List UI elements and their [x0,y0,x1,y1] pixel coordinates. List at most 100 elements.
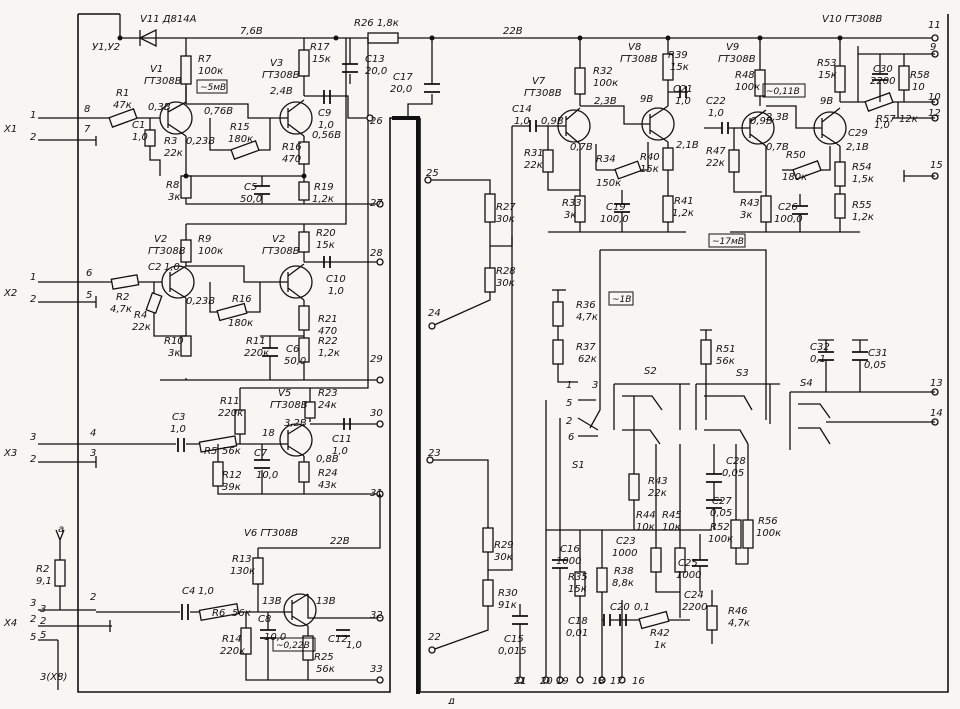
component-label: R35 [568,572,588,583]
component-label: 20,0 [390,84,412,95]
component-label: 1,0 [675,96,691,107]
component-label: 180к [228,134,253,145]
component-label: 19 [556,676,569,687]
component-label: 8,8к [612,578,634,589]
component-label: 1,2к [318,348,340,359]
component-label: C20 [610,602,630,613]
component-label: X2 [3,288,17,299]
signal-annotation: ~5мВ [200,83,226,93]
connector-pin-number: 2 [30,454,36,465]
component-label: R4 [134,310,147,321]
component-label: V8 [628,42,641,53]
component-label: 15к [316,240,335,251]
component-label: У1,У2 [92,42,120,53]
component-label: R51 [716,344,736,355]
component-label: 9 [930,42,936,53]
component-label: 1,0 [328,286,344,297]
component-label: R27 [496,202,516,213]
component-label: 8 [84,104,90,115]
component-label: R22 [318,336,338,347]
component-label: 3 [592,380,598,391]
component-label: S4 [800,378,813,389]
component-label: 0,7В [766,142,789,153]
component-label: 1,2к [312,194,334,205]
component-label: V2 [154,234,167,245]
component-label: R33 [562,198,582,209]
component-label: 2 [566,416,572,427]
component-label: 2,3В [594,96,617,107]
component-label: R43 [740,198,760,209]
component-label: C21 [673,84,693,95]
component-label: 5 [40,630,46,641]
component-label: ГТ308В [620,54,658,65]
component-label: 150к [596,178,621,189]
component-label: 1000 [556,556,581,567]
stage-3 [96,38,384,498]
component-label: 22к [524,160,543,171]
stage-4 [96,494,384,684]
component-label: C22 [706,96,726,107]
component-label: 20,0 [365,66,387,77]
component-label: 18 [262,428,275,439]
component-label: R19 [314,182,334,193]
component-label: 0,9В [541,116,564,127]
component-label: C31 [868,348,888,359]
component-label: ГТ308В [144,76,182,87]
component-label: 3,2В [284,418,307,429]
component-label: C10 [326,274,346,285]
component-label: 100к [756,528,781,539]
component-label: 100к [198,66,223,77]
component-label: 3(X8) [40,672,67,683]
component-label: 1,0 [332,446,348,457]
component-label: R11 [246,336,266,347]
component-label: 15 [930,160,943,171]
component-label: V5 [278,388,291,399]
component-label: 1,0 [164,262,180,273]
component-label: C11 [332,434,352,445]
component-label: ГТ308В [148,246,186,257]
component-label: R48 [735,70,755,81]
component-label: 100к [735,82,760,93]
component-label: 1,2к [672,208,694,219]
component-label: C9 [318,108,331,119]
component-label: 1,2к [852,212,874,223]
connector-pin-number: 1 [30,272,36,283]
component-label: 220к [244,348,269,359]
component-label: R20 [316,228,336,239]
component-label: 5 [86,290,92,301]
component-label: ГТ308В [270,400,308,411]
component-label: R6 [212,608,225,619]
component-label: 1,0 [170,424,186,435]
switch-network [545,249,935,680]
component-label: 10,0 [256,470,278,481]
connector-pin-number: 2 [30,614,36,625]
component-label: 22 [428,632,441,643]
signal-annotation: ~1В [612,295,631,305]
resistor-r26 [367,32,399,44]
component-label: R7 [198,54,212,65]
component-label: S3 [736,368,749,379]
component-label: V1 [150,64,163,75]
connector-pin-number: 1 [30,110,36,121]
component-label: C6 [286,344,299,355]
signal-level-annotations: ~5мВ~0,11В~17мВ~1В~0,22В [196,79,806,652]
component-label: V7 [532,76,546,87]
component-label: C26 [778,202,798,213]
component-label: X3 [3,448,17,459]
component-label: C32 [810,342,830,353]
component-label: 1,0 [874,120,890,131]
connector-pin-number: 2 [30,132,36,143]
component-label: 13 [930,378,943,389]
component-label: R17 [310,42,330,53]
component-label: 30к [496,214,515,225]
component-label: R30 [498,588,518,599]
component-label: C13 [365,54,385,65]
component-label: R2 [36,564,49,575]
component-label: R16 [232,294,252,305]
component-label: 62к [578,354,597,365]
annotation-frame [708,233,746,248]
stage-2 [96,38,384,384]
connector-pin-number: 3 [30,432,36,443]
component-label: 12 [928,108,941,119]
